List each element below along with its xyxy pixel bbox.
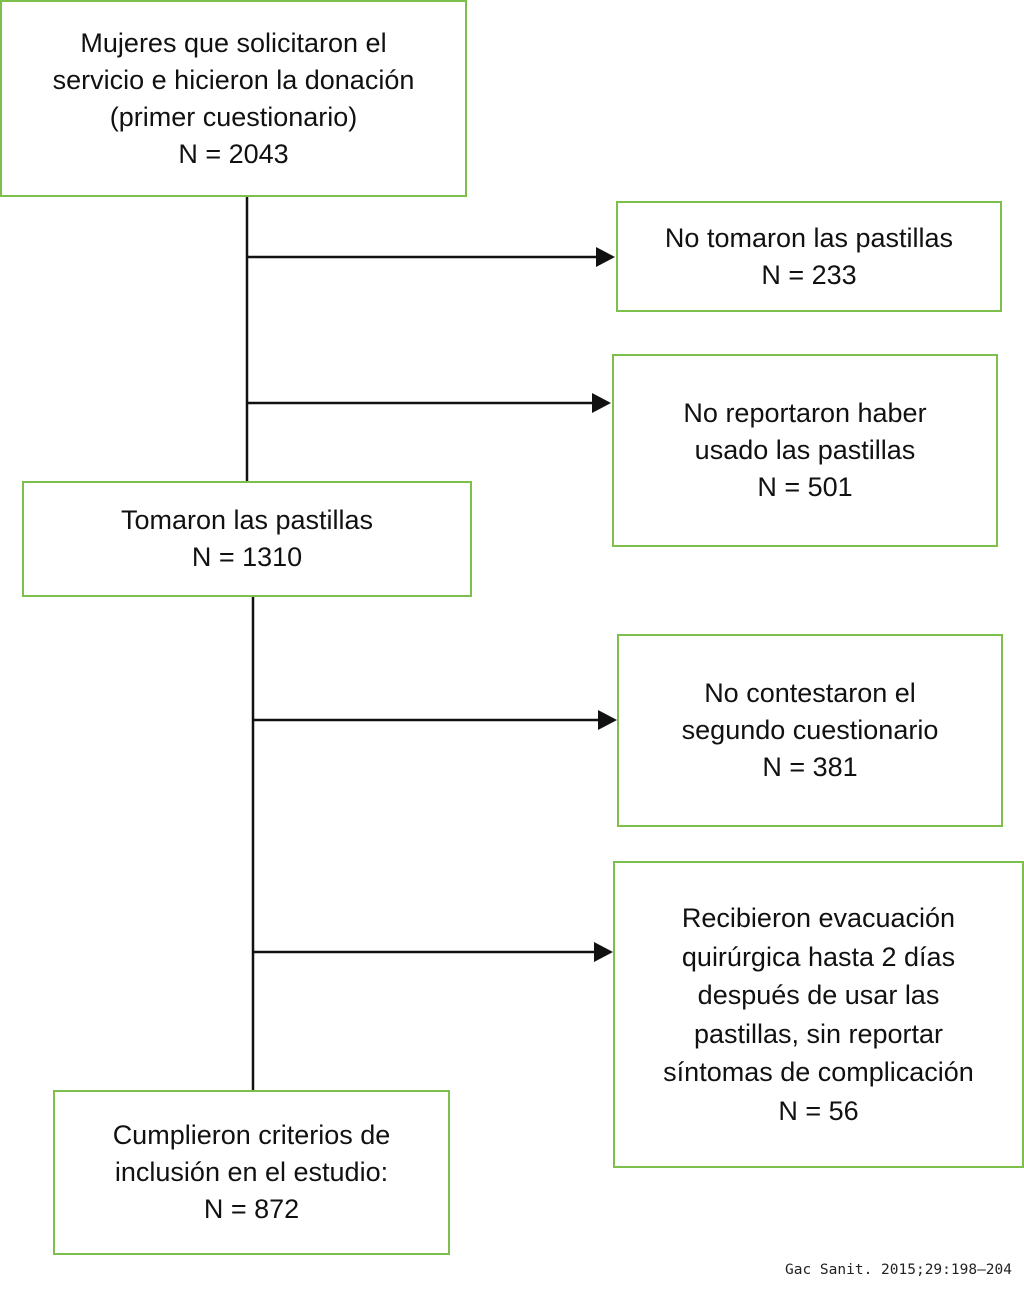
box-text-line: servicio e hicieron la donación [52, 64, 415, 95]
box-text-line: N = 233 [761, 259, 857, 290]
box-text-line: N = 501 [757, 472, 853, 502]
box-text-line: N = 381 [762, 752, 858, 782]
box-text-line: (primer cuestionario) [109, 101, 358, 132]
arrowhead-2 [592, 393, 611, 413]
box-text-line: No tomaron las pastillas [664, 222, 954, 253]
box-took-pills: Tomaron las pastillas N = 1310 [22, 481, 472, 597]
box-excluded-surgical-evacuation: Recibieron evacuación quirúrgica hasta 2… [613, 861, 1024, 1168]
box-text-line: N = 56 [778, 1095, 859, 1126]
arrowhead-4 [594, 942, 613, 962]
box-text-line: No contestaron el [704, 678, 916, 708]
box-text-line: inclusión en el estudio: [114, 1157, 389, 1187]
box-text-line: síntomas de complicación [663, 1057, 974, 1087]
box-included: Cumplieron criterios de inclusión en el … [53, 1090, 450, 1255]
box-text-line: No reportaron haber [683, 398, 927, 428]
box-excluded-no-second-questionnaire: No contestaron el segundo cuestionario N… [617, 634, 1003, 827]
box-text-line: N = 2043 [178, 138, 289, 169]
box-text-line: Recibieron evacuación [681, 903, 956, 933]
arrowhead-1 [596, 247, 615, 267]
box-excluded-not-taken: No tomaron las pastillas N = 233 [616, 201, 1002, 312]
box-text-line: N = 1310 [191, 542, 303, 572]
box-text-line: Tomaron las pastillas [120, 505, 374, 535]
box-excluded-not-reported: No reportaron haber usado las pastillas … [612, 354, 998, 547]
box-text-line: N = 872 [203, 1194, 300, 1224]
box-text-line: segundo cuestionario [681, 715, 939, 745]
box-text-line: después de usar las [697, 980, 940, 1010]
box-text-line: quirúrgica hasta 2 días [681, 941, 956, 972]
box-text-line: pastillas, sin reportar [693, 1018, 944, 1049]
source-credit: Gac Sanit. 2015;29:198–204 [785, 1262, 1012, 1278]
box-text-line: Cumplieron criterios de [112, 1120, 391, 1150]
box-text-line: usado las pastillas [694, 435, 916, 465]
box-initial-population: Mujeres que solicitaron el servicio e hi… [0, 0, 467, 197]
arrowhead-3 [598, 710, 617, 730]
box-text-line: Mujeres que solicitaron el [80, 27, 387, 58]
